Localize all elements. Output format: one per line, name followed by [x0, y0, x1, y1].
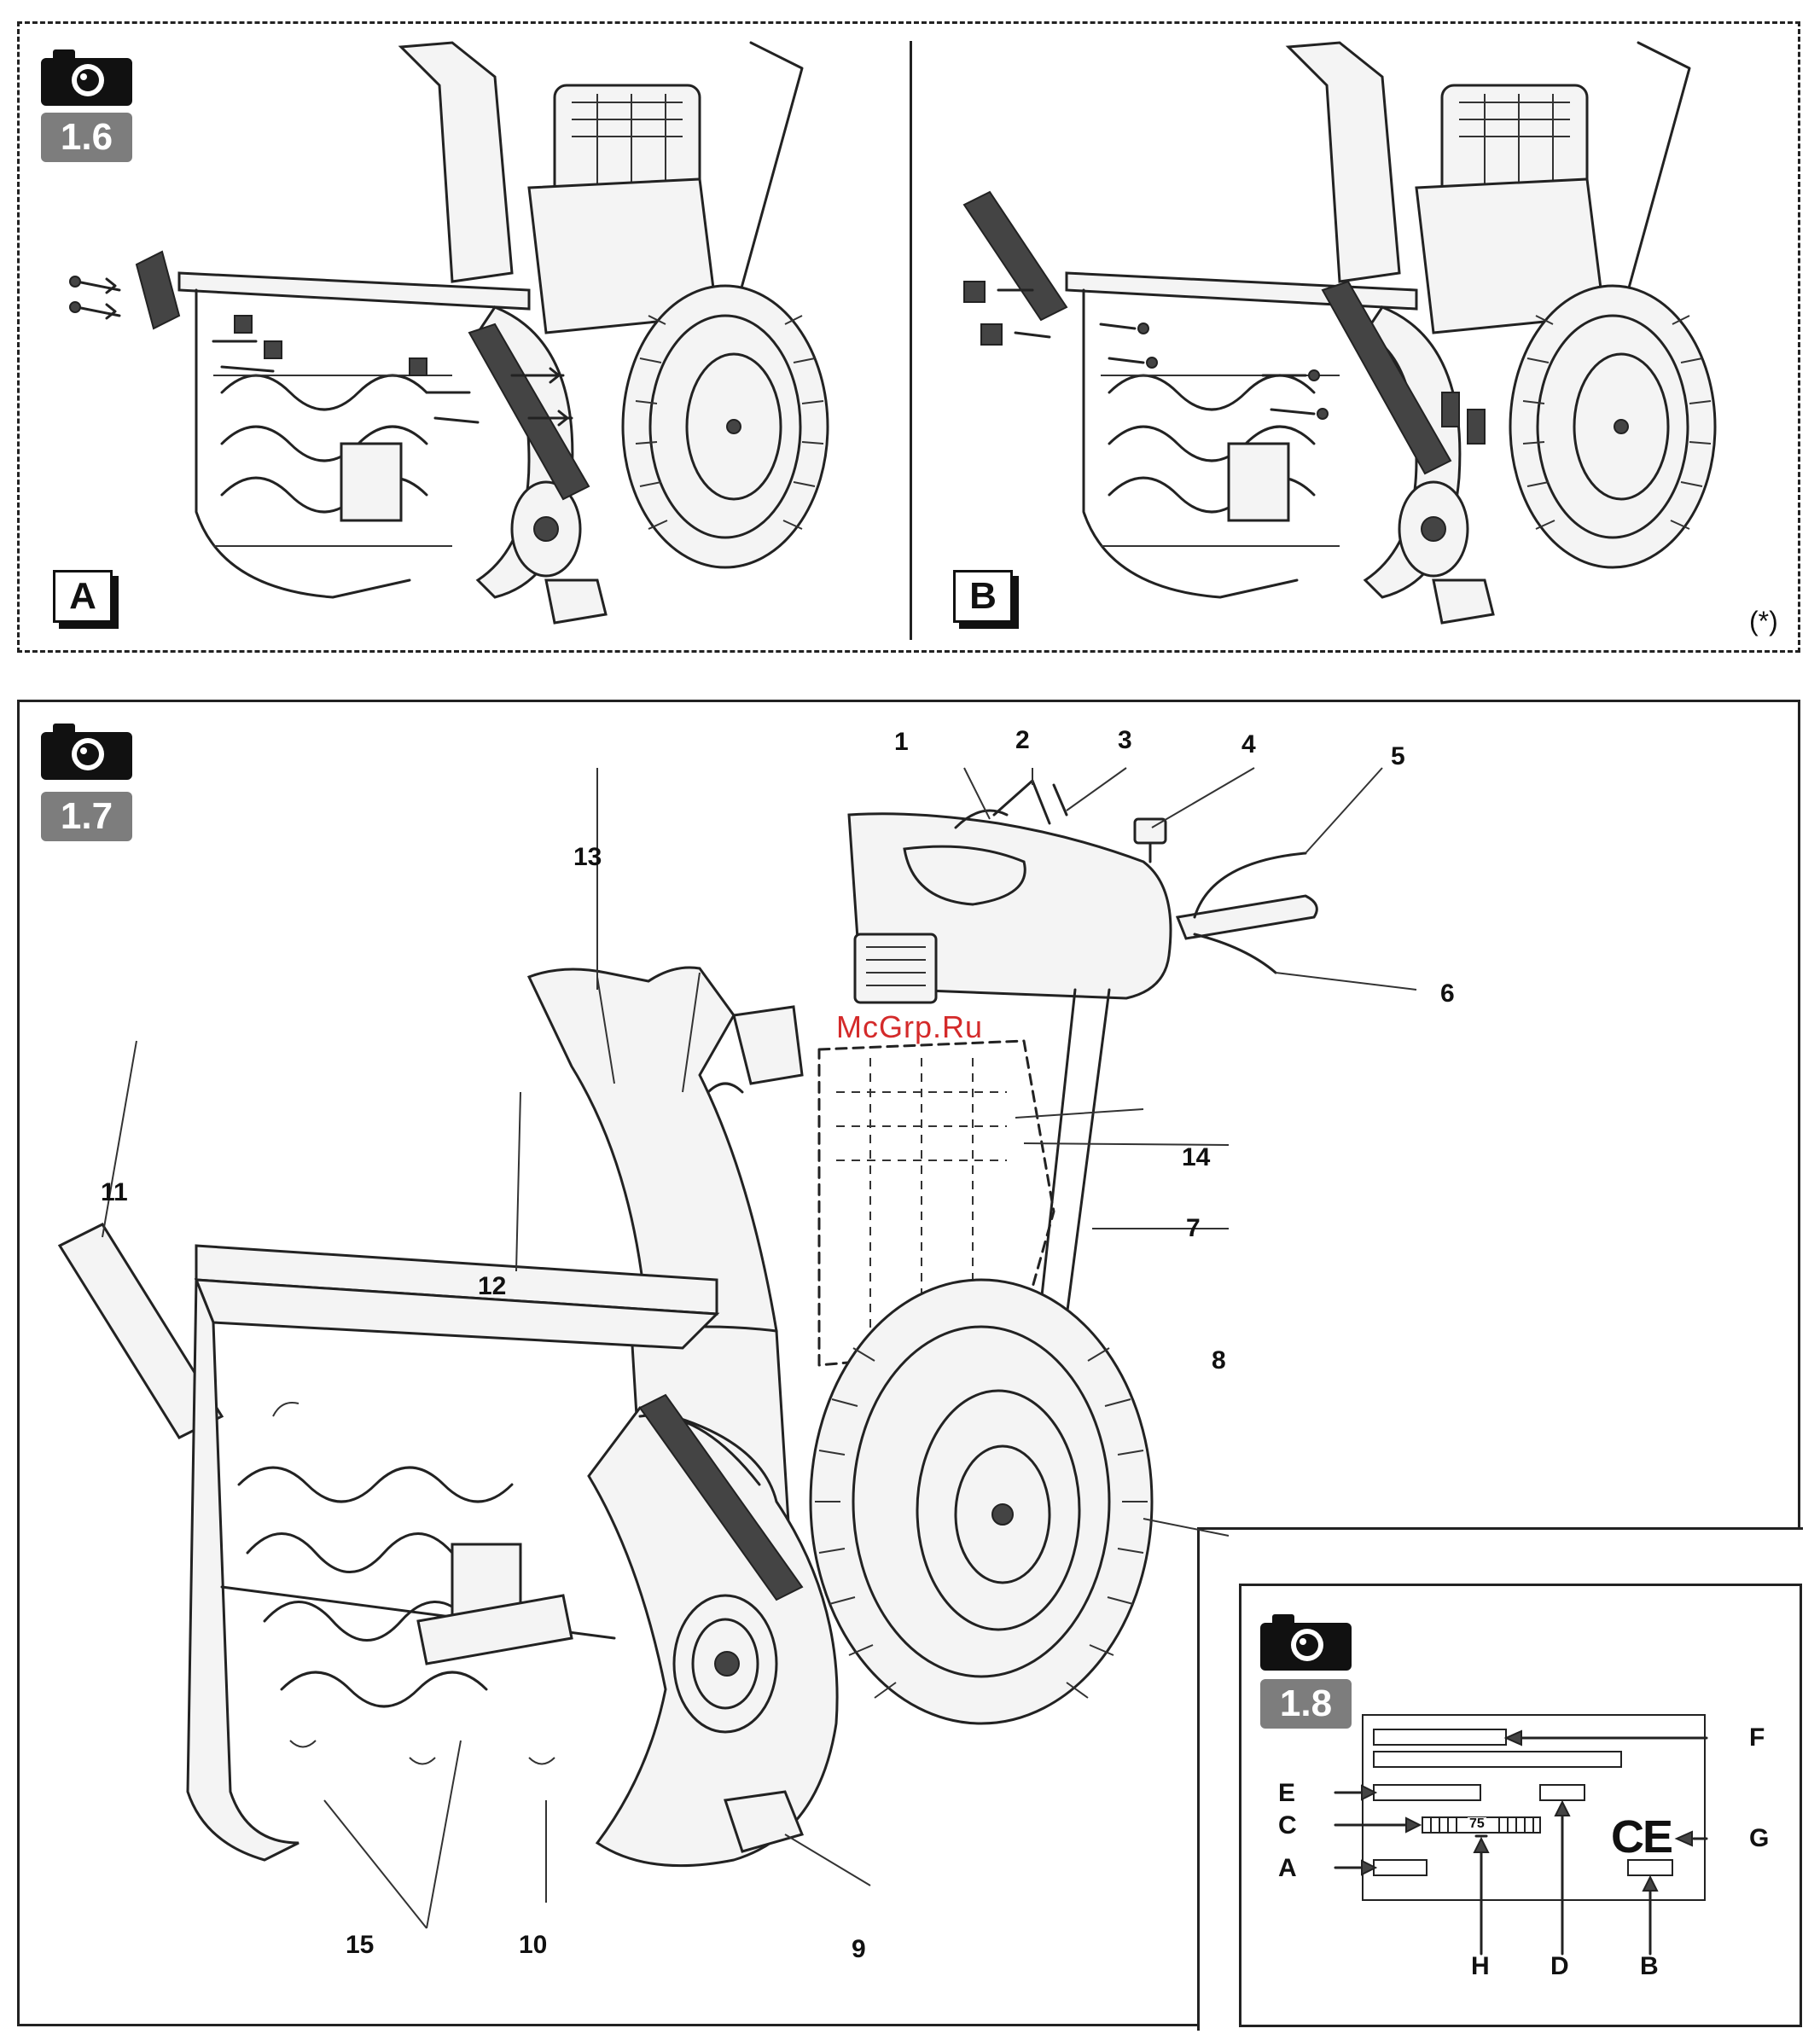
- callout-3: 3: [1118, 728, 1132, 753]
- callout-15: 15: [346, 1932, 374, 1958]
- snowblower-skid-install-illustration-b: [939, 34, 1792, 631]
- callout-10: 10: [519, 1932, 547, 1958]
- callout-4: 4: [1241, 732, 1256, 758]
- callout-14: 14: [1182, 1145, 1210, 1171]
- panel-label-a: A: [53, 570, 113, 623]
- plate-letter-b: B: [1640, 1954, 1659, 1979]
- plate-letter-f: F: [1749, 1725, 1765, 1751]
- watermark: McGrp.Ru: [836, 1009, 983, 1045]
- ce-mark: CE: [1611, 1814, 1672, 1860]
- plate-letter-d: D: [1550, 1954, 1569, 1979]
- plate-letter-a: A: [1278, 1856, 1297, 1881]
- callout-6: 6: [1440, 981, 1455, 1007]
- footnote-marker: (*): [1749, 607, 1778, 635]
- camera-icon: [1260, 1614, 1352, 1671]
- plate-letter-h: H: [1471, 1954, 1490, 1979]
- callout-9: 9: [852, 1937, 866, 1962]
- callout-8: 8: [1212, 1348, 1226, 1374]
- callout-1: 1: [894, 729, 909, 755]
- callout-11: 11: [101, 1180, 128, 1206]
- figure-1-6-divider: [910, 41, 912, 640]
- identification-plate-diagram: [1331, 1706, 1775, 1988]
- plate-value: 75: [1468, 1817, 1486, 1831]
- callout-2: 2: [1015, 728, 1030, 753]
- plate-letter-e: E: [1278, 1781, 1295, 1806]
- callout-5: 5: [1391, 744, 1405, 770]
- plate-letter-c: C: [1278, 1813, 1297, 1839]
- callout-7: 7: [1186, 1216, 1201, 1241]
- panel-label-b: B: [953, 570, 1013, 623]
- callout-13: 13: [573, 845, 602, 870]
- plate-letter-g: G: [1749, 1826, 1769, 1851]
- callout-12: 12: [478, 1274, 506, 1299]
- snowblower-skid-install-illustration-a: [51, 34, 904, 631]
